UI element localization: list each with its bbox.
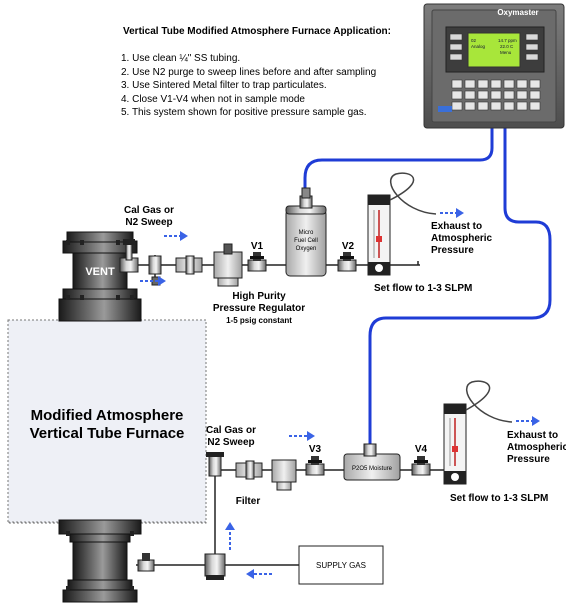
top-cal-gas-label: N2 Sweep: [125, 217, 172, 228]
bottom-flow-note: Set flow to 1-3 SLPM: [450, 493, 548, 504]
valve-v1[interactable]: [247, 252, 267, 272]
vent-label: VENT: [85, 266, 115, 278]
flow-arrows: [140, 208, 540, 579]
note-item: 3. Use Sintered Metal filter to trap par…: [121, 80, 327, 91]
arrow-right-bottom-cal: [289, 431, 315, 441]
analyzer-title: Oxymaster: [497, 8, 538, 17]
keypad-key[interactable]: [503, 79, 515, 89]
top-cal-gas-label: Cal Gas or: [124, 205, 174, 216]
notes-title: Vertical Tube Modified Atmosphere Furnac…: [123, 26, 391, 37]
keypad-key[interactable]: [490, 79, 502, 89]
sensor-label: Micro: [299, 230, 314, 236]
keypad-key[interactable]: [451, 79, 463, 89]
sensor-label: Fuel Cell: [294, 238, 318, 244]
keypad-key[interactable]: [451, 90, 463, 100]
v1-label: V1: [251, 241, 264, 252]
bottom-cal-gas-label: Cal Gas or: [206, 425, 256, 436]
arrow-right-top-exhaust: [440, 208, 464, 218]
keypad-key[interactable]: [490, 90, 502, 100]
top-flow-note: Set flow to 1-3 SLPM: [374, 283, 472, 294]
vent-assembly: [58, 231, 142, 322]
notes-list: 1. Use clean ¼" SS tubing. 2. Use N2 pur…: [121, 52, 376, 120]
analyzer-display-line: 22.0 C: [500, 44, 514, 49]
keypad-key[interactable]: [477, 79, 489, 89]
analyzer-display-line: 14.7 ppm: [498, 38, 517, 43]
moisture-sensor: [343, 443, 401, 481]
furnace: [7, 319, 207, 524]
bottom-cal-gas-label: N2 Sweep: [207, 437, 254, 448]
arrow-left-supply: [246, 569, 272, 579]
furnace-label-line2: Vertical Tube Furnace: [30, 425, 185, 442]
keypad-key[interactable]: [464, 90, 476, 100]
top-filter: [175, 255, 203, 275]
supply-gas-box: [298, 545, 384, 585]
analyzer-display-line: Menu: [500, 50, 512, 55]
keypad-key[interactable]: [516, 101, 528, 111]
bottom-exhaust-label: Exhaust to: [507, 430, 558, 441]
oxygen-sensor: [285, 187, 327, 277]
arrow-right-cal-top: [164, 231, 188, 241]
keypad-key[interactable]: [516, 79, 528, 89]
pressure-regulator: [213, 243, 243, 287]
keypad-key[interactable]: [503, 101, 515, 111]
valve-v3[interactable]: [305, 456, 325, 476]
analyzer-display-line: Analog: [471, 44, 486, 49]
keypad-key[interactable]: [464, 79, 476, 89]
bottom-filter-label: Filter: [236, 496, 261, 507]
analyzer-display-line: 02: [471, 38, 477, 43]
keypad-key[interactable]: [503, 90, 515, 100]
furnace-label-line1: Modified Atmosphere: [31, 407, 184, 424]
keypad-key[interactable]: [477, 90, 489, 100]
valve-v2[interactable]: [337, 252, 357, 272]
keypad-key[interactable]: [529, 90, 541, 100]
bottom-inline-fitting: [271, 459, 297, 491]
note-item: 1. Use clean ¼" SS tubing.: [121, 53, 241, 64]
arrow-up-supply: [225, 522, 235, 550]
analyzer-cables: [303, 128, 552, 448]
regulator-label: 1-5 psig constant: [226, 316, 292, 325]
bottom-cal-gas-valve[interactable]: [206, 452, 224, 477]
v4-label: V4: [415, 444, 428, 455]
bottom-flange-assembly: [58, 519, 142, 603]
moisture-label: P2O5 Moisture: [352, 466, 393, 472]
sensor-label: Oxygen: [296, 246, 317, 252]
note-item: 4. Close V1-V4 when not in sample mode: [121, 93, 305, 105]
arrow-right-vent: [140, 276, 166, 286]
arrow-right-bottom-exhaust: [516, 416, 540, 426]
keypad-key[interactable]: [529, 79, 541, 89]
note-item: 2. Use N2 purge to sweep lines before an…: [121, 66, 377, 78]
keypad-key[interactable]: [516, 90, 528, 100]
bottom-filter: [235, 460, 263, 480]
supply-valves[interactable]: [137, 553, 226, 580]
v2-label: V2: [342, 241, 355, 252]
bottom-exhaust-label: Atmospheric: [507, 442, 566, 453]
top-cal-gas-valve[interactable]: [119, 239, 162, 286]
bottom-exhaust-label: Pressure: [507, 454, 550, 465]
supply-gas-label: SUPPLY GAS: [316, 561, 366, 570]
top-exhaust-label: Exhaust to: [431, 221, 482, 232]
keypad-key[interactable]: [490, 101, 502, 111]
top-exhaust-label: Pressure: [431, 245, 474, 256]
regulator-label: Pressure Regulator: [213, 303, 305, 314]
keypad-key[interactable]: [529, 101, 541, 111]
v3-label: V3: [309, 444, 322, 455]
regulator-label: High Purity: [232, 291, 286, 302]
keypad-key[interactable]: [464, 101, 476, 111]
keypad-key[interactable]: [477, 101, 489, 111]
keypad-key[interactable]: [451, 101, 463, 111]
note-item: 5. This system shown for positive pressu…: [121, 107, 367, 118]
bottom-flowmeter: [443, 380, 513, 485]
valve-v4[interactable]: [411, 456, 431, 476]
top-flowmeter: [367, 172, 437, 276]
oxymaster-analyzer: [423, 3, 565, 129]
top-exhaust-label: Atmospheric: [431, 233, 493, 244]
